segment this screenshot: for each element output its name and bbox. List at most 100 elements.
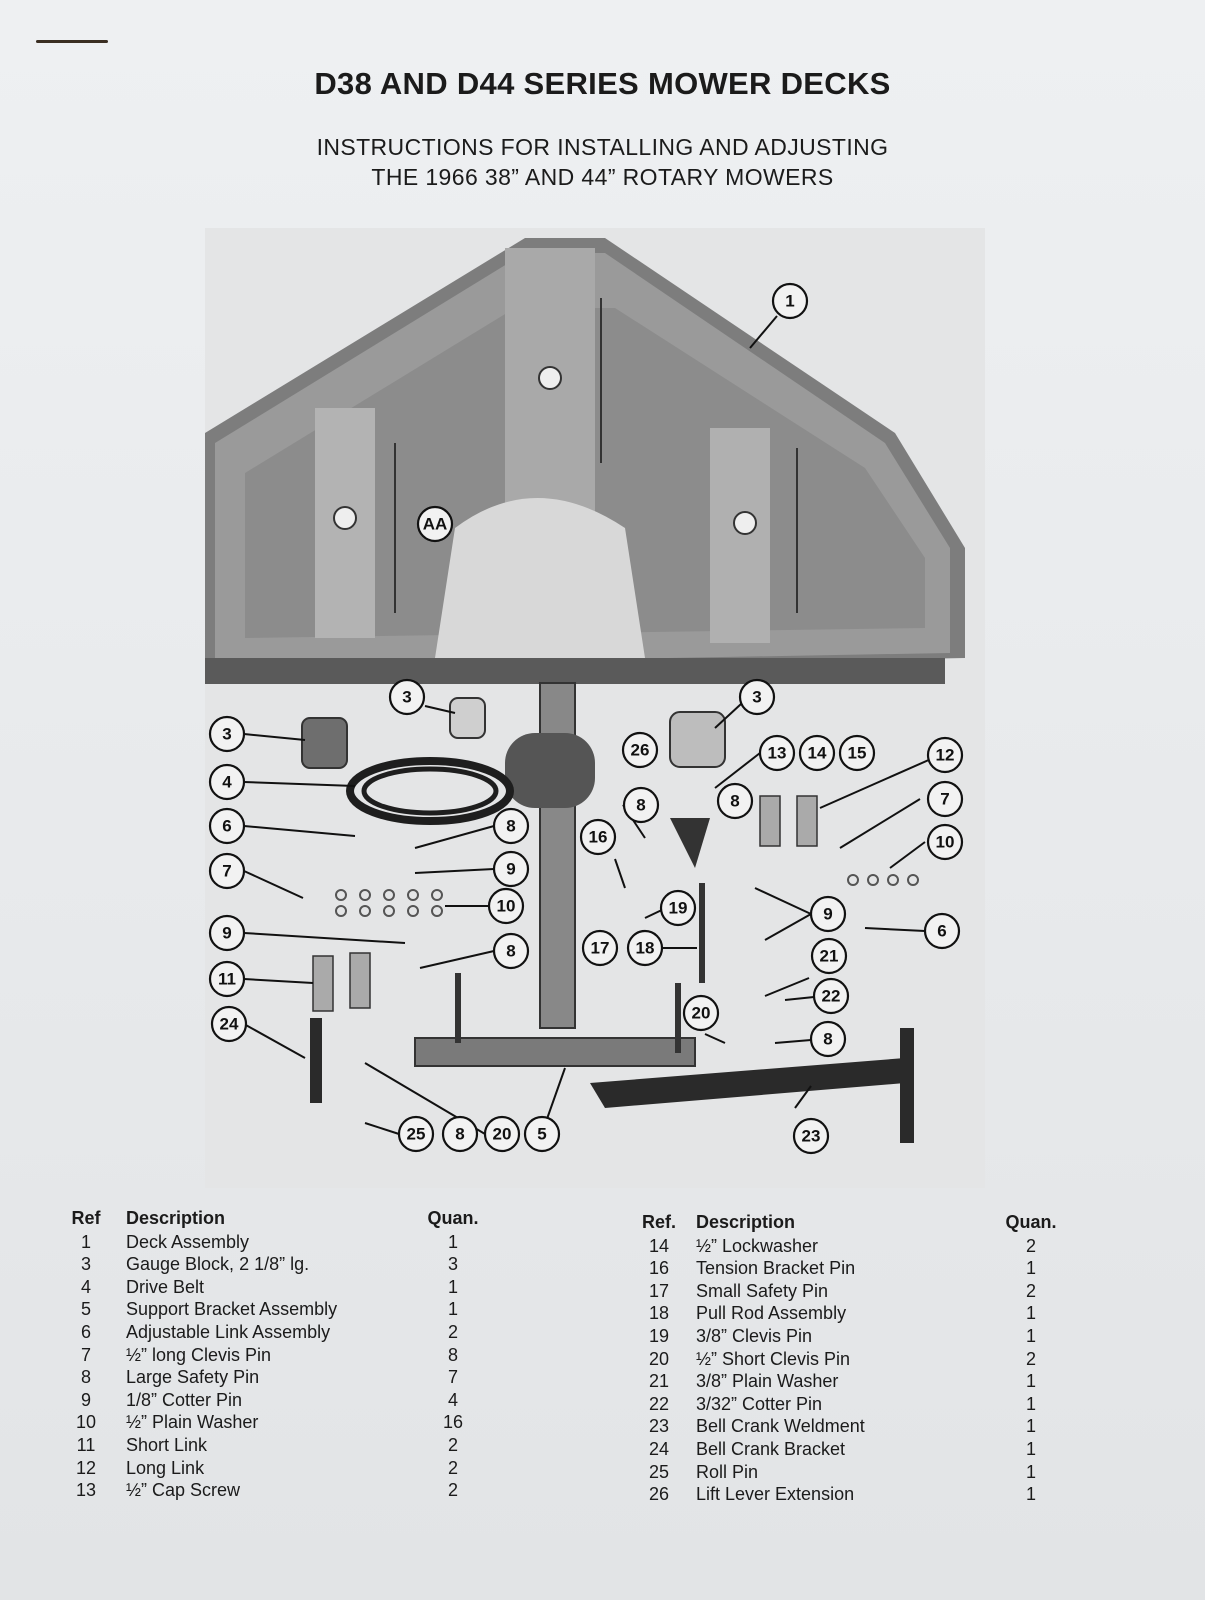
callout-19: 19 bbox=[659, 889, 697, 927]
callout-8: 8 bbox=[441, 1115, 479, 1153]
svg-text:15: 15 bbox=[848, 744, 867, 763]
part-description-cell: Support Bracket Assembly bbox=[126, 1299, 338, 1320]
svg-text:4: 4 bbox=[222, 773, 232, 792]
long-link-image bbox=[759, 795, 781, 847]
svg-text:3: 3 bbox=[402, 688, 411, 707]
callout-7: 7 bbox=[208, 852, 246, 890]
svg-text:9: 9 bbox=[222, 924, 231, 943]
part-quantity-cell: 1 bbox=[1025, 1303, 1036, 1324]
page-subtitle-line-1: INSTRUCTIONS FOR INSTALLING AND ADJUSTIN… bbox=[316, 134, 889, 160]
part-quantity-cell: 1 bbox=[447, 1299, 458, 1320]
table-row: 23 Bell Crank Weldment 1 bbox=[626, 1415, 1076, 1438]
svg-text:14: 14 bbox=[808, 744, 827, 763]
part-ref-cell: 10 bbox=[75, 1412, 97, 1433]
part-description-cell: 3/8” Clevis Pin bbox=[696, 1325, 813, 1346]
part-description-cell: Bell Crank Weldment bbox=[696, 1416, 865, 1437]
part-ref-cell: 1 bbox=[80, 1231, 91, 1252]
part-ref-cell: 19 bbox=[648, 1325, 670, 1346]
svg-text:24: 24 bbox=[220, 1015, 239, 1034]
part-ref-cell: 23 bbox=[648, 1416, 670, 1437]
callout-6: 6 bbox=[208, 807, 246, 845]
callout-4: 4 bbox=[208, 763, 246, 801]
svg-text:16: 16 bbox=[589, 828, 608, 847]
part-ref-cell: 17 bbox=[648, 1280, 670, 1301]
part-description-cell: ½” Lockwasher bbox=[696, 1235, 819, 1256]
svg-text:6: 6 bbox=[937, 922, 946, 941]
part-description-cell: Drive Belt bbox=[126, 1276, 205, 1297]
callout-1: 1 bbox=[771, 282, 809, 320]
part-quantity-cell: 8 bbox=[447, 1344, 458, 1365]
part-description-cell: 3/32” Cotter Pin bbox=[696, 1393, 823, 1414]
part-quantity-cell: 1 bbox=[447, 1231, 458, 1252]
part-description-cell: ½” Short Clevis Pin bbox=[696, 1348, 851, 1369]
part-description-cell: 3/8” Plain Washer bbox=[696, 1371, 839, 1392]
callout-aa: AA bbox=[416, 505, 454, 543]
part-description-cell: Small Safety Pin bbox=[696, 1280, 829, 1301]
part-ref-cell: 5 bbox=[80, 1299, 91, 1320]
part-quantity-cell: 1 bbox=[1025, 1258, 1036, 1279]
long-link-image bbox=[796, 795, 818, 847]
callout-22: 22 bbox=[812, 977, 850, 1015]
part-quantity-cell: 1 bbox=[447, 1276, 458, 1297]
svg-text:17: 17 bbox=[591, 939, 610, 958]
svg-text:7: 7 bbox=[222, 862, 231, 881]
svg-text:8: 8 bbox=[730, 792, 739, 811]
short-link-image bbox=[312, 955, 334, 1012]
callout-18: 18 bbox=[626, 929, 664, 967]
description-header: Description bbox=[696, 1212, 796, 1232]
svg-text:3: 3 bbox=[222, 725, 231, 744]
callout-20: 20 bbox=[682, 994, 720, 1032]
svg-text:8: 8 bbox=[636, 796, 645, 815]
part-ref-cell: 7 bbox=[80, 1344, 91, 1365]
svg-text:22: 22 bbox=[822, 987, 841, 1006]
callout-10: 10 bbox=[487, 887, 525, 925]
callout-24: 24 bbox=[210, 1005, 248, 1043]
part-description-cell: Adjustable Link Assembly bbox=[126, 1321, 331, 1342]
part-description-cell: Large Safety Pin bbox=[126, 1367, 260, 1388]
pull-rod-image bbox=[699, 883, 705, 983]
svg-text:1: 1 bbox=[785, 292, 794, 311]
part-quantity-cell: 1 bbox=[1025, 1461, 1036, 1482]
callout-3: 3 bbox=[738, 678, 776, 716]
callout-5: 5 bbox=[523, 1115, 561, 1153]
svg-text:25: 25 bbox=[407, 1125, 426, 1144]
part-quantity-cell: 16 bbox=[442, 1412, 464, 1433]
part-quantity-cell: 2 bbox=[1025, 1235, 1036, 1256]
part-quantity-cell: 3 bbox=[447, 1254, 458, 1275]
svg-text:12: 12 bbox=[936, 746, 955, 765]
gauge-block-image bbox=[301, 717, 348, 769]
callout-25: 25 bbox=[397, 1115, 435, 1153]
callout-15: 15 bbox=[838, 734, 876, 772]
part-quantity-cell: 2 bbox=[447, 1457, 458, 1478]
bell-crank-weldment-image bbox=[590, 1058, 905, 1108]
callout-12: 12 bbox=[926, 736, 964, 774]
part-ref-cell: 18 bbox=[648, 1303, 670, 1324]
svg-text:10: 10 bbox=[936, 833, 955, 852]
svg-text:19: 19 bbox=[669, 899, 688, 918]
svg-text:AA: AA bbox=[423, 515, 448, 534]
part-quantity-cell: 2 bbox=[447, 1480, 458, 1501]
part-quantity-cell: 7 bbox=[447, 1367, 458, 1388]
svg-text:13: 13 bbox=[768, 744, 787, 763]
svg-text:11: 11 bbox=[218, 970, 236, 989]
mower-deck-image bbox=[205, 238, 965, 684]
gauge-block-image bbox=[449, 697, 486, 739]
callout-8: 8 bbox=[716, 782, 754, 820]
part-quantity-cell: 1 bbox=[1025, 1438, 1036, 1459]
part-quantity-cell: 1 bbox=[1025, 1416, 1036, 1437]
svg-text:9: 9 bbox=[823, 905, 832, 924]
